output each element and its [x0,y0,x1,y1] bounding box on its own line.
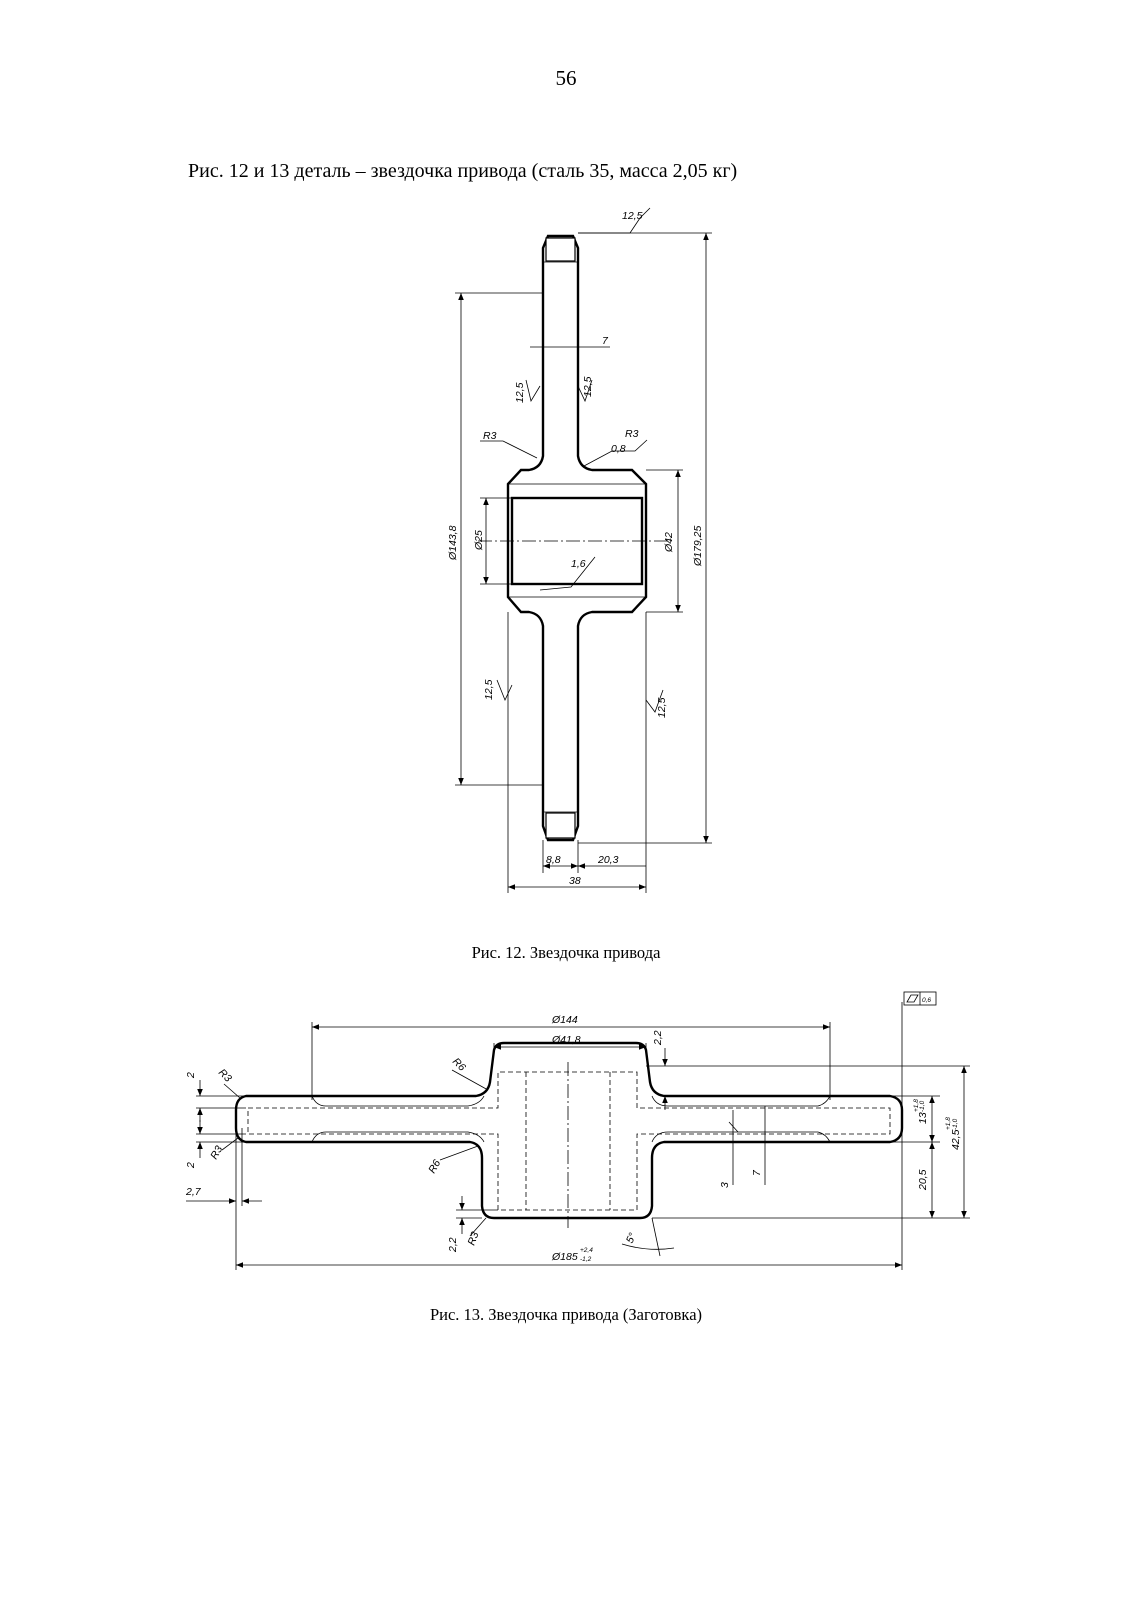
fig13-flatness-value: 0,6 [922,997,931,1004]
fig12-dim-38: 38 [569,875,581,887]
figure-13-drawing: 0,6 Ø144 Ø41,8 2,2 R6 R6 R3 R3 R3 2 2 2,… [185,991,970,1270]
fig12-rough-hub: 0,8 [611,443,626,455]
fig13-dia-185-tol-low: -1,2 [580,1256,592,1263]
fig13-radius-r3-mid: R3 [208,1144,225,1162]
fig12-radius-right: R3 [625,428,639,440]
fig13-dia-185: Ø185 [551,1251,578,1263]
fig13-dim-13-tol-low: -1,0 [919,1100,926,1112]
fig13-dia-144: Ø144 [551,1014,578,1026]
fig13-dim-3: 3 [719,1182,731,1188]
fig12-rough-right-upper: 12,5 [582,376,594,397]
fig12-radius-left: R3 [483,430,497,442]
fig13-dim-20-5: 20,5 [917,1169,929,1191]
fig12-dim-8-8: 8,8 [546,854,561,866]
fig12-dia-179: Ø179,25 [692,526,704,567]
fig13-dim-2-2-bottom: 2,2 [447,1237,459,1253]
fig13-dia-41-8: Ø41,8 [551,1034,581,1046]
figure-12-drawing: 12,5 7 12,5 12,5 R3 R3 0,8 Ø143,8 Ø25 Ø4… [447,207,712,893]
fig13-dim-42-5-tol-up: +1,8 [945,1117,952,1130]
finished-part-contour [247,1071,891,1211]
figure-13-caption: Рис. 13. Звездочка привода (Заготовка) [429,1305,703,1324]
fig13-radius-r3-top: R3 [216,1067,234,1085]
fig13-dim-2-2-top: 2,2 [652,1030,664,1046]
fig13-dia-185-tol-up: +2,4 [580,1247,593,1254]
fig13-dim-42-5-tol-low: -1,0 [952,1118,959,1130]
fig12-dia-143: Ø143,8 [447,525,459,561]
fig12-rough-right-lower: 12,5 [656,697,668,718]
fig13-radius-r6-top: R6 [450,1056,468,1074]
fig13-dim-2-bottom: 2 [185,1162,197,1169]
fig13-radius-r3-bottom: R3 [466,1230,482,1247]
page-number: 56 [555,66,577,90]
fig13-dim-13: 13 [917,1112,929,1124]
fig12-rough-left-lower: 12,5 [483,679,495,700]
fig12-web-thickness: 7 [602,335,609,347]
page-heading: Рис. 12 и 13 деталь – звездочка привода … [188,160,738,182]
fig13-dim-7: 7 [751,1169,763,1176]
fig12-rough-left-upper: 12,5 [514,382,526,403]
fig12-rough-top: 12,5 [622,210,643,222]
fig13-angle-5: 5° [624,1231,639,1245]
sprocket-section-outline [506,234,648,842]
fig12-dim-20-3: 20,3 [597,854,619,866]
fig13-dim-2-7: 2,7 [185,1186,202,1198]
fig13-dim-13-tol-up: +1,8 [913,1099,920,1112]
figure-12-caption: Рис. 12. Звездочка привода [471,943,661,962]
fig12-dia-42: Ø42 [663,532,675,553]
fig13-dim-42-5: 42,5 [950,1129,962,1150]
fig13-dim-2-top: 2 [185,1072,197,1079]
fig12-dia-25: Ø25 [473,530,485,551]
blank-section-outline [234,1041,904,1220]
fig12-rough-bore: 1,6 [571,558,586,570]
fig13-radius-r6-bottom: R6 [426,1158,443,1176]
